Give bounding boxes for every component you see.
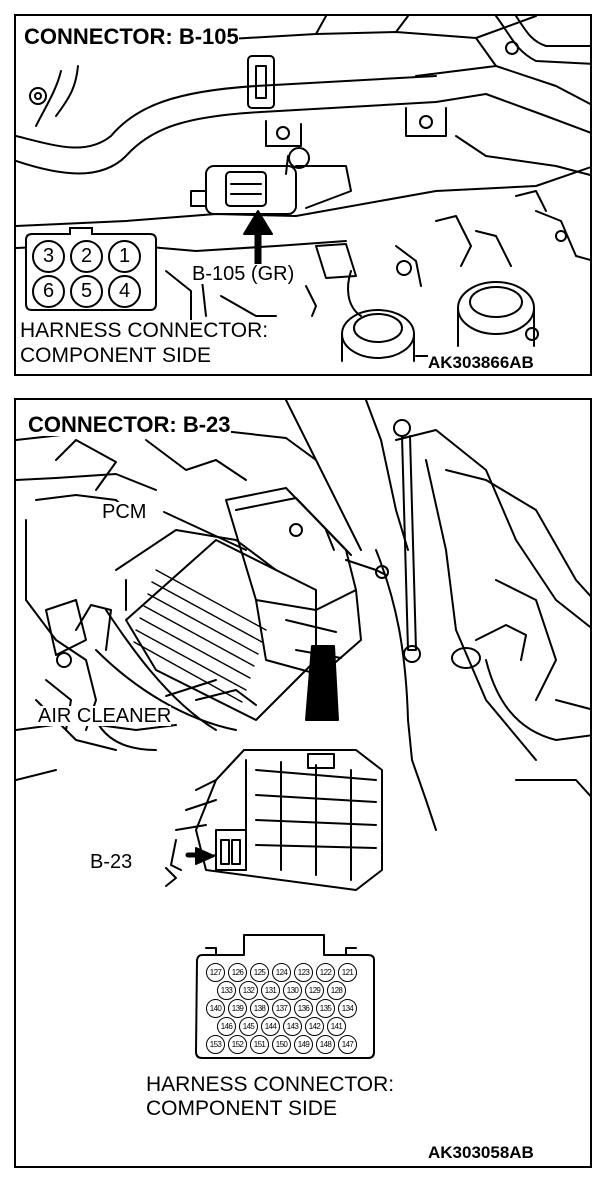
pin-131: 131: [261, 981, 280, 1000]
pin-149: 149: [294, 1035, 313, 1054]
pin-3: 3: [32, 240, 65, 273]
pin-137: 137: [272, 999, 291, 1018]
figure-code: AK303866AB: [428, 353, 534, 372]
pin-1: 1: [108, 240, 141, 273]
pin-121: 121: [338, 963, 357, 982]
pin-135: 135: [316, 999, 335, 1018]
pin-141: 141: [327, 1017, 346, 1036]
pin-145: 145: [239, 1017, 258, 1036]
pin-147: 147: [338, 1035, 357, 1054]
connector-title: CONNECTOR: B-105: [24, 24, 239, 49]
pin-125: 125: [250, 963, 269, 982]
pcm-label: PCM: [102, 501, 147, 523]
pin-134: 134: [338, 999, 357, 1018]
air-cleaner-label: AIR CLEANER: [38, 705, 172, 727]
connector-b105-panel: CONNECTOR: B-105 3 2 1 6 5 4 B-105 (GR) …: [14, 14, 592, 376]
pin-153: 153: [206, 1035, 225, 1054]
pin-2: 2: [70, 240, 103, 273]
figure-code: AK303058AB: [428, 1143, 534, 1162]
harness-connector-label: HARNESS CONNECTOR:: [20, 319, 269, 342]
b23-connector-label: B-23: [90, 851, 133, 873]
pin-151: 151: [250, 1035, 269, 1054]
component-side-label: COMPONENT SIDE: [20, 344, 211, 367]
pin-5: 5: [70, 275, 103, 308]
pin-143: 143: [283, 1017, 302, 1036]
pin-128: 128: [327, 981, 346, 1000]
pin-139: 139: [228, 999, 247, 1018]
pin-152: 152: [228, 1035, 247, 1054]
pin-122: 122: [316, 963, 335, 982]
pin-140: 140: [206, 999, 225, 1018]
pin-126: 126: [228, 963, 247, 982]
pin-124: 124: [272, 963, 291, 982]
pin-129: 129: [305, 981, 324, 1000]
connector-b23-panel: CONNECTOR: B-23 PCM AIR CLEANER B-23 127…: [14, 398, 592, 1168]
pin-4: 4: [108, 275, 141, 308]
pin-133: 133: [217, 981, 236, 1000]
component-side-label: COMPONENT SIDE: [146, 1097, 337, 1120]
harness-connector-label: HARNESS CONNECTOR:: [146, 1073, 395, 1096]
pin-132: 132: [239, 981, 258, 1000]
pin-123: 123: [294, 963, 313, 982]
engine-bay-illustration-b105: [16, 16, 590, 362]
pin-150: 150: [272, 1035, 291, 1054]
connector-title: CONNECTOR: B-23: [28, 412, 231, 437]
pin-146: 146: [217, 1017, 236, 1036]
pin-148: 148: [316, 1035, 335, 1054]
pin-130: 130: [283, 981, 302, 1000]
pin-127: 127: [206, 963, 225, 982]
pin-136: 136: [294, 999, 313, 1018]
pin-142: 142: [305, 1017, 324, 1036]
pin-144: 144: [261, 1017, 280, 1036]
connector-label: B-105 (GR): [192, 263, 295, 285]
pin-138: 138: [250, 999, 269, 1018]
pin-6: 6: [32, 275, 65, 308]
